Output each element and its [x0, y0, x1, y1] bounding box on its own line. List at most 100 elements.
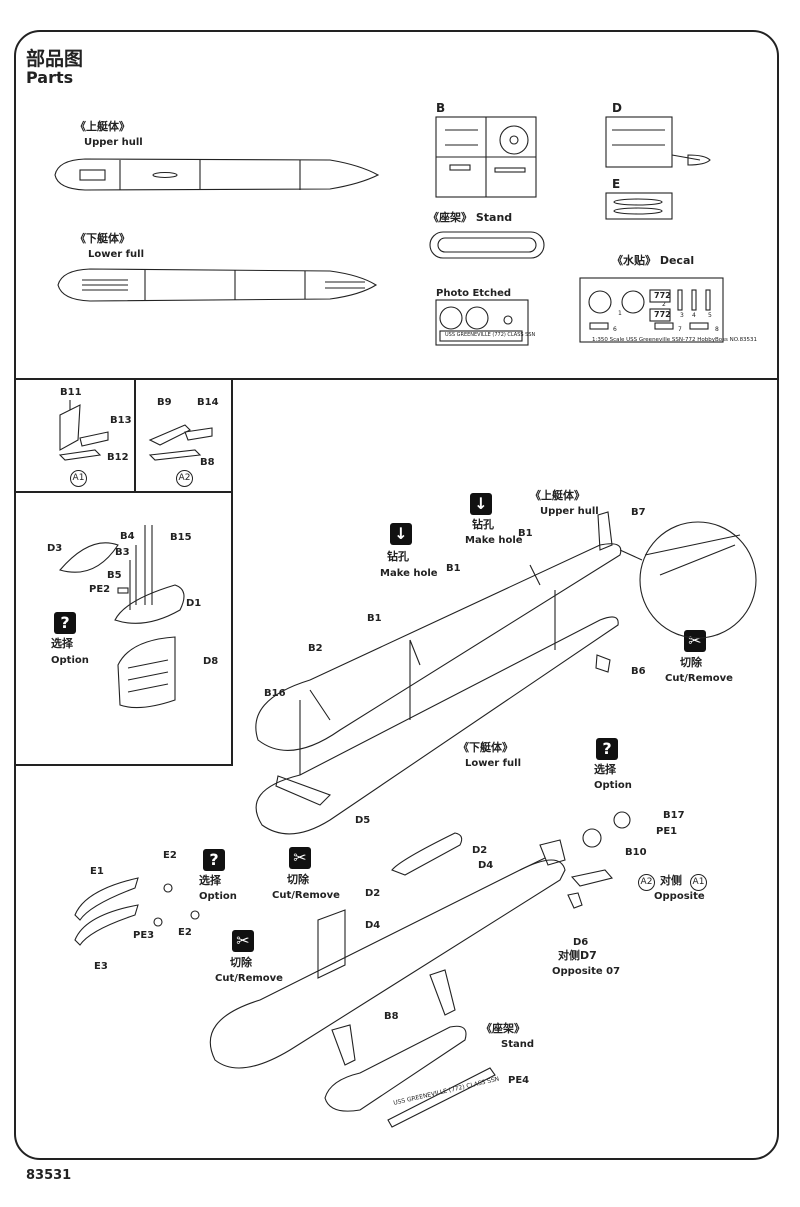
divider-a-row	[14, 491, 233, 493]
cut-icon-2: ✂	[289, 847, 311, 869]
decal-hull-number-1: 772	[654, 291, 671, 300]
label-d7-en: Opposite 07	[552, 966, 621, 977]
decal-num-3: 3	[680, 312, 684, 319]
cut-cn-3: 切除	[230, 956, 252, 969]
step-tag-a2: A2	[176, 470, 193, 487]
decal-caption: 1:350 Scale USS Greeneville SSN-772 Hobb…	[592, 337, 758, 343]
label-e1: E1	[90, 866, 104, 877]
main-option-en: Option	[594, 780, 632, 791]
make-hole-cn-1: 钻孔	[387, 550, 409, 563]
label-pe2: PE2	[89, 584, 111, 595]
cut-en-1: Cut/Remove	[665, 673, 733, 684]
detail-callout	[619, 521, 757, 639]
sail-assembly	[59, 525, 185, 709]
a2-assembly	[148, 424, 213, 461]
label-e3: E3	[94, 961, 108, 972]
drill-icon: ↓	[390, 523, 412, 545]
label-b1-a: B1	[518, 528, 533, 539]
label-e2-a: E2	[163, 850, 177, 861]
sprue-e-label: E	[612, 177, 621, 191]
sprue-d	[605, 116, 711, 168]
label-d4-b: D4	[365, 920, 381, 931]
a1-assembly	[58, 400, 109, 461]
sprue-e	[605, 192, 673, 220]
label-b13: B13	[110, 415, 132, 426]
propeller-assembly	[567, 811, 631, 909]
step-tag-a1: A1	[70, 470, 87, 487]
page-title-en: Parts	[26, 68, 74, 87]
page-frame	[14, 30, 779, 1160]
label-b6: B6	[631, 666, 646, 677]
main-upper-hull	[255, 511, 622, 751]
label-d4-a: D4	[478, 860, 494, 871]
label-pe1: PE1	[656, 826, 678, 837]
decal-hull-number-2: 772	[654, 310, 671, 319]
pe-plate-text: USS GREENEVILLE (772) CLASS SSN	[445, 332, 536, 338]
main-stand-cn: 《座架》	[481, 1022, 525, 1035]
upper-hull-label-en: Upper hull	[84, 137, 143, 148]
cut-en-3: Cut/Remove	[215, 973, 283, 984]
sprue-b-label: B	[436, 101, 446, 115]
final-stand	[324, 969, 496, 1128]
stand-part	[429, 231, 545, 259]
divider-left-column	[231, 380, 233, 492]
label-b12: B12	[107, 452, 129, 463]
divider-sail-box	[231, 491, 233, 765]
label-b9: B9	[157, 397, 172, 408]
sprue-d-label: D	[612, 101, 622, 115]
main-stand-en: Stand	[501, 1039, 535, 1050]
step-ref-a2: A2	[638, 874, 655, 891]
opposite-cn: 对侧	[660, 874, 682, 887]
divider-parts	[14, 378, 779, 380]
main-lower-hull	[255, 590, 619, 835]
photo-etched-part	[435, 299, 529, 346]
divider-a1-a2	[134, 380, 136, 492]
final-hull	[209, 832, 566, 1069]
label-d2-a: D2	[472, 845, 488, 856]
stand-label-cn: 《座架》	[428, 211, 472, 224]
label-b3: B3	[115, 547, 130, 558]
cut-cn-1: 切除	[680, 656, 702, 669]
sprue-b	[435, 116, 537, 198]
photo-etched-label: Photo Etched	[436, 288, 512, 299]
label-b15: B15	[170, 532, 192, 543]
main-upper-hull-cn: 《上艇体》	[530, 489, 585, 502]
decal-num-2: 2	[662, 301, 666, 308]
e-parts	[74, 877, 200, 946]
make-hole-en-2: Make hole	[465, 535, 523, 546]
e-option-en: Option	[199, 891, 237, 902]
decal-num-1: 1	[618, 310, 622, 317]
label-b10: B10	[625, 847, 647, 858]
label-d1: D1	[186, 598, 202, 609]
label-b17: B17	[663, 810, 685, 821]
label-pe3: PE3	[133, 930, 155, 941]
page-title-cn: 部品图	[26, 48, 84, 70]
step-ref-a1: A1	[690, 874, 707, 891]
label-b4: B4	[120, 531, 135, 542]
sail-option-cn: 选择	[51, 637, 73, 650]
lower-hull-label-cn: 《下艇体》	[75, 232, 130, 245]
decal-num-8: 8	[715, 326, 719, 333]
label-b7: B7	[631, 507, 646, 518]
label-b1-b: B1	[446, 563, 461, 574]
main-lower-hull-en: Lower full	[465, 758, 522, 769]
label-b8-a2: B8	[200, 457, 215, 468]
decal-label: 《水贴》 Decal	[612, 254, 695, 267]
label-e2-b: E2	[178, 927, 192, 938]
label-d7-cn: 对侧D7	[558, 949, 597, 962]
decal-num-4: 4	[692, 312, 696, 319]
opposite-en: Opposite	[654, 891, 705, 902]
divider-sail-bottom	[14, 764, 233, 766]
option-icon: ?	[54, 612, 76, 634]
label-b5: B5	[107, 570, 122, 581]
option-icon-main: ?	[596, 738, 618, 760]
main-upper-hull-en: Upper hull	[540, 506, 599, 517]
label-b8-main: B8	[384, 1011, 399, 1022]
upper-hull-label-cn: 《上艇体》	[75, 120, 130, 133]
label-b11: B11	[60, 387, 82, 398]
upper-hull-part	[54, 158, 380, 191]
stand-label-en: Stand	[475, 211, 513, 224]
main-lower-hull-cn: 《下艇体》	[458, 741, 513, 754]
cut-icon-3: ✂	[232, 930, 254, 952]
